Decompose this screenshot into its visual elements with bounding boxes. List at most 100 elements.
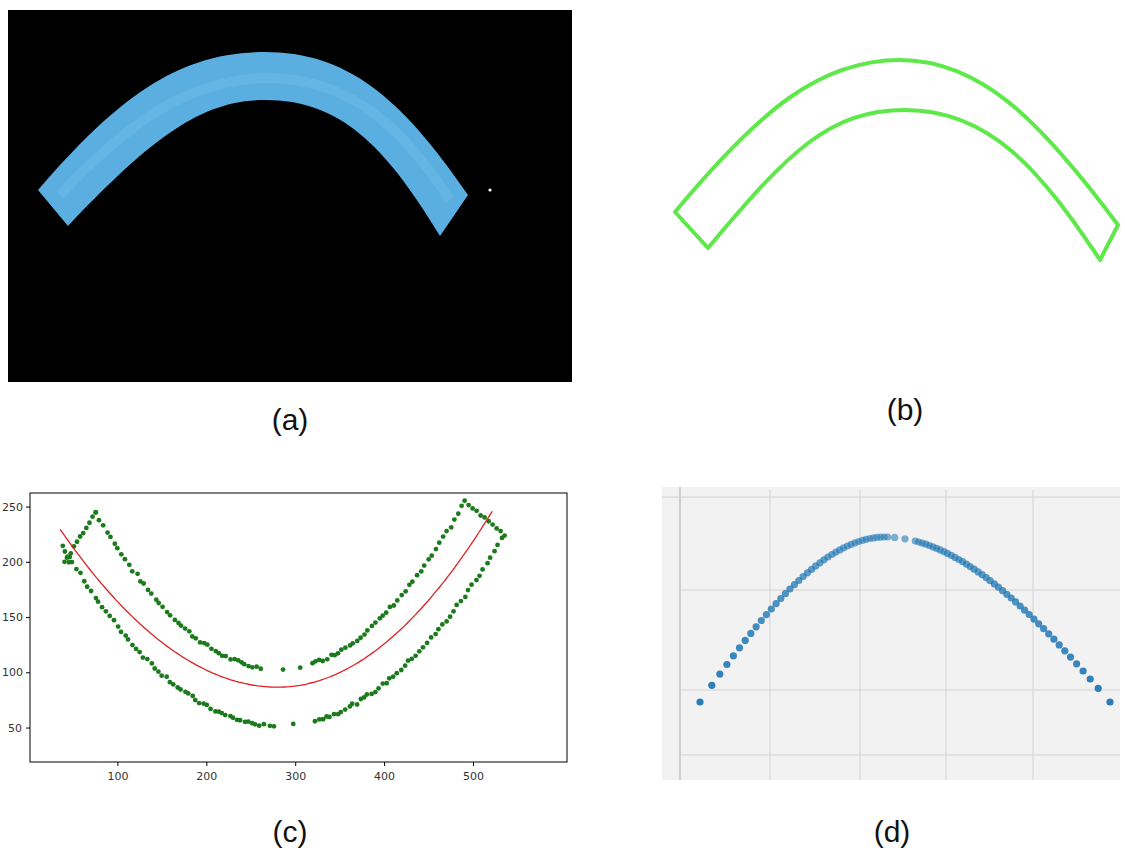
contour-point [365,628,370,633]
contour-point [198,640,203,645]
y-tick-label: 50 [8,723,22,734]
contour-point [362,632,367,637]
y-tick-label: 150 [2,612,23,623]
contour-point [373,620,378,625]
contour-point [257,723,262,728]
contour-point [325,657,330,662]
plot-frame [30,493,567,762]
contour-point [421,645,426,650]
contour-point [298,665,303,670]
contour-point [82,579,87,584]
contour-point [258,666,263,671]
contour-point [123,557,128,562]
contour-point [137,650,142,655]
contour-point [100,605,105,610]
contour-point [156,601,161,606]
point-3d [768,605,775,612]
contour-point [403,589,408,594]
contour-point [62,559,67,564]
contour-point [369,624,374,629]
contour-point [93,510,98,515]
contour-point [272,724,277,729]
contour-point [343,645,348,650]
contour-point [190,694,195,699]
plot-3d-grid [662,487,1120,780]
point-3d [1040,625,1047,632]
contour-point [466,503,471,508]
contour-point [96,599,101,604]
contour-point [193,636,198,641]
contour-point [134,646,139,651]
contour-point [425,641,430,646]
point-3d [758,617,765,624]
point-3d [1073,660,1080,667]
contour-point [495,542,500,547]
contour-point [462,498,467,503]
contour-point [75,539,80,544]
panel-label: (d) [874,817,911,847]
contour-point [172,618,177,623]
point-3d [747,630,754,637]
contour-point [440,622,445,627]
contour-point [355,702,360,707]
contour-point [417,649,422,654]
contour-point [391,674,396,679]
y-tick [26,672,30,673]
contour-point [477,573,482,578]
contour-point [205,642,210,647]
panel-label: (a) [272,405,309,435]
contour-point [253,722,258,727]
axis-ticks [26,507,474,766]
centerline-points-3d [696,533,1113,705]
x-tick [295,762,296,766]
contour-point [488,555,493,560]
contour-point [394,671,399,676]
noise-dot [488,188,491,191]
contour-point [197,701,202,706]
point-3d [753,623,760,630]
contour-point [186,691,191,696]
y-tick-label: 200 [2,557,23,568]
point-3d [1095,685,1102,692]
fitted-centerline [60,511,492,687]
contour-point [358,635,363,640]
contour-point [108,535,113,540]
contour-point [183,626,188,631]
contour-point [413,653,418,658]
contour-point [419,569,424,574]
contour-point [119,552,124,557]
contour-point [384,610,389,615]
contour-point [67,560,72,565]
contour-point [107,614,112,619]
contour-point [231,715,236,720]
y-tick-label: 100 [2,667,23,678]
contour-point [112,618,117,623]
contour-point [429,635,434,640]
contour-point [403,663,408,668]
contour-point [422,563,427,568]
panel-label: (b) [887,395,924,425]
contour-point [399,593,404,598]
point-3d [1045,630,1052,637]
contour-point [68,551,73,556]
contour-point [74,567,79,572]
contour-point [376,686,381,691]
plot-3d-pane [662,487,1120,780]
contour-point [490,522,495,527]
contour-point [62,549,67,554]
contour-point [149,591,154,596]
contour-point [313,719,318,724]
contour-point [436,627,441,632]
contour-point [463,594,468,599]
contour-point [101,523,106,528]
contour-point [179,623,184,628]
contour-point [466,588,471,593]
contour-point [87,520,92,525]
point-3d [696,698,703,705]
contour-point [434,547,439,552]
x-tick-label: 300 [285,771,306,782]
contour-point [97,518,102,523]
contour-point [448,614,453,619]
contour-point [90,514,95,519]
